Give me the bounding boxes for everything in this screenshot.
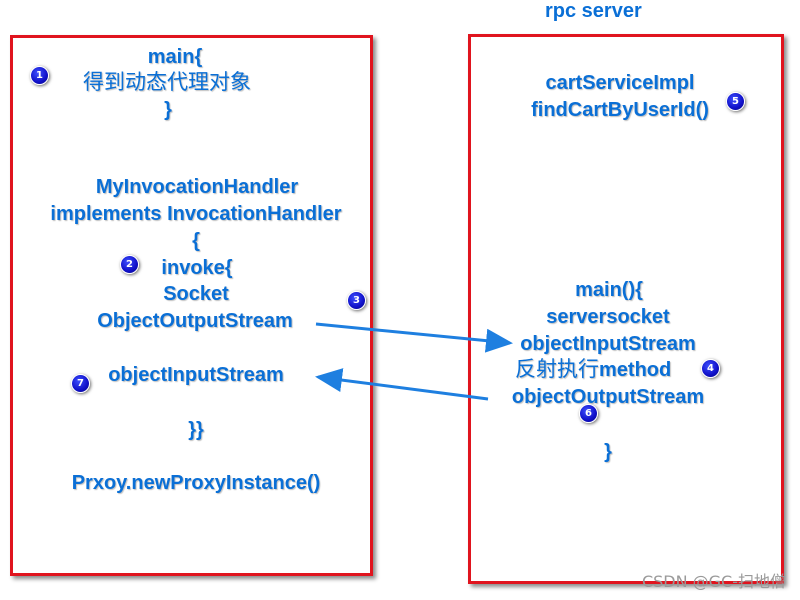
step-badge-7: 7 bbox=[71, 374, 90, 393]
server-title: rpc server bbox=[545, 0, 642, 22]
step-badge-6: 6 bbox=[579, 404, 598, 423]
client-proxy-text: 得到动态代理对象 bbox=[83, 70, 251, 94]
server-object-output-stream: objectOutputStream bbox=[511, 386, 705, 408]
server-impl: cartServiceImpl bbox=[545, 72, 695, 94]
handler-brace-open: { bbox=[192, 230, 200, 252]
server-object-input-stream: objectInputStream bbox=[520, 333, 696, 355]
step-badge-4: 4 bbox=[701, 359, 720, 378]
watermark: CSDN @GC-扫地僧 bbox=[641, 572, 786, 591]
proxy-call: Prxoy.newProxyInstance() bbox=[71, 472, 321, 494]
response-arrow bbox=[315, 368, 489, 401]
step-badge-5: 5 bbox=[726, 92, 745, 111]
handler-braces-close: }} bbox=[188, 419, 204, 441]
server-box bbox=[468, 34, 784, 584]
request-arrow bbox=[315, 322, 513, 353]
step-badge-1: 1 bbox=[30, 66, 49, 85]
client-main-close: } bbox=[164, 99, 172, 121]
step-badge-2: 2 bbox=[120, 255, 139, 274]
server-main-open: main(){ bbox=[575, 279, 643, 301]
handler-class: MyInvocationHandler bbox=[95, 176, 299, 198]
server-method: findCartByUserId() bbox=[531, 99, 709, 121]
server-reflect-en: method bbox=[599, 359, 672, 381]
invoke-open: invoke{ bbox=[161, 257, 233, 279]
step-badge-3: 3 bbox=[347, 291, 366, 310]
handler-implements: implements InvocationHandler bbox=[50, 203, 342, 225]
client-box bbox=[10, 35, 373, 576]
client-object-input-stream: objectInputStream bbox=[108, 364, 284, 386]
client-object-output-stream: ObjectOutputStream bbox=[97, 310, 293, 332]
client-main-open: main{ bbox=[147, 46, 203, 68]
server-socket: serversocket bbox=[546, 306, 670, 328]
client-socket: Socket bbox=[163, 283, 229, 305]
server-reflect-cn: 反射执行 bbox=[515, 357, 599, 381]
server-reflect-line: 反射执行method bbox=[515, 357, 671, 382]
server-close: } bbox=[604, 441, 612, 463]
